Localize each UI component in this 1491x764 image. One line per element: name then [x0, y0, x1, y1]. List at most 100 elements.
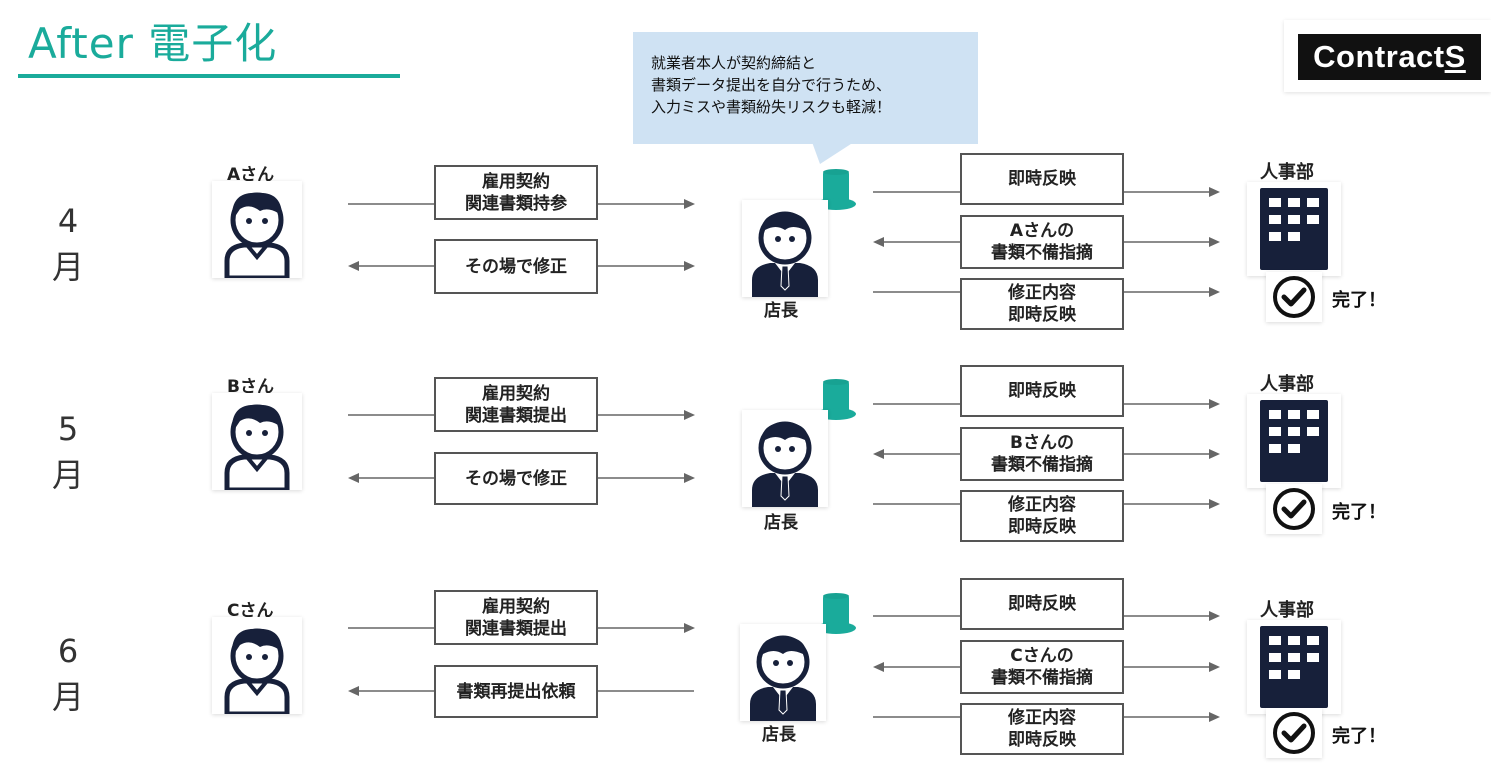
right-arrow-icon	[598, 261, 695, 271]
done-label: 完了！	[1332, 290, 1386, 311]
arrow-line	[348, 203, 434, 205]
arrow-line	[873, 403, 961, 405]
building-icon	[1260, 400, 1328, 482]
check-circle-icon	[1273, 276, 1315, 318]
arrow-line	[348, 627, 434, 629]
arrow-line	[873, 503, 961, 505]
step-box: Bさんの 書類不備指摘	[960, 427, 1124, 481]
step-box: 即時反映	[960, 153, 1124, 205]
employee-name: Bさん	[227, 377, 274, 397]
right-arrow-icon	[1123, 449, 1220, 459]
callout-tail	[812, 142, 854, 164]
arrow-line	[598, 690, 694, 692]
done-tile	[1266, 484, 1322, 534]
right-arrow-icon	[1123, 662, 1220, 672]
department-tile	[1247, 394, 1341, 488]
callout-line: 就業者本人が契約締結と	[651, 54, 817, 72]
step-box: 修正内容 即時反映	[960, 703, 1124, 755]
step-box: 雇用契約 関連書類提出	[434, 590, 598, 645]
right-arrow-icon	[598, 623, 695, 633]
logo-text-main: Contract	[1313, 39, 1445, 74]
check-circle-icon	[1273, 712, 1315, 754]
manager-tile	[742, 200, 828, 297]
employee-person-icon	[224, 404, 290, 493]
building-icon	[1260, 626, 1328, 708]
month-label: 月	[51, 456, 84, 494]
step-box: その場で修正	[434, 452, 598, 505]
contracts-logo: ContractS	[1298, 34, 1481, 80]
department-label: 人事部	[1260, 162, 1314, 183]
speech-callout: 就業者本人が契約締結と 書類データ提出を自分で行うため、 入力ミスや書類紛失リス…	[633, 32, 978, 144]
employee-person-icon	[224, 192, 290, 281]
manager-person-icon	[752, 421, 818, 507]
logo-text-last: S	[1444, 39, 1466, 74]
right-arrow-icon	[1123, 237, 1220, 247]
step-box: 雇用契約 関連書類持参	[434, 165, 598, 220]
left-arrow-icon	[348, 261, 436, 271]
manager-person-icon	[752, 211, 818, 297]
employee-tile	[212, 393, 302, 493]
step-box: 書類再提出依頼	[434, 665, 598, 718]
department-tile	[1247, 620, 1341, 714]
manager-label: 店長	[764, 513, 798, 533]
right-arrow-icon	[1123, 187, 1220, 197]
step-box: 修正内容 即時反映	[960, 278, 1124, 330]
left-arrow-icon	[348, 473, 436, 483]
employee-tile	[212, 181, 302, 281]
manager-person-icon	[750, 635, 816, 721]
right-arrow-icon	[598, 410, 695, 420]
right-arrow-icon	[1123, 499, 1220, 509]
month-number: 4	[57, 202, 79, 240]
department-tile	[1247, 182, 1341, 276]
right-arrow-icon	[1123, 611, 1220, 621]
step-box: Cさんの 書類不備指摘	[960, 640, 1124, 694]
department-label: 人事部	[1260, 600, 1314, 621]
step-box: 修正内容 即時反映	[960, 490, 1124, 542]
month-number: 5	[57, 410, 79, 448]
manager-label: 店長	[764, 301, 798, 321]
manager-label: 店長	[762, 725, 796, 745]
callout-line: 書類データ提出を自分で行うため、	[651, 76, 892, 94]
month-label: 月	[51, 248, 84, 286]
title-underline	[18, 74, 400, 78]
employee-tile	[212, 617, 302, 717]
month-number: 6	[57, 632, 79, 670]
page-title: After 電子化	[28, 19, 278, 68]
left-arrow-icon	[348, 686, 436, 696]
logo-tile: ContractS	[1284, 20, 1491, 92]
step-box: Aさんの 書類不備指摘	[960, 215, 1124, 269]
employee-name: Cさん	[227, 601, 274, 621]
step-box: 即時反映	[960, 365, 1124, 417]
building-icon	[1260, 188, 1328, 270]
arrow-line	[873, 716, 961, 718]
done-tile	[1266, 708, 1322, 758]
left-arrow-icon	[873, 237, 961, 247]
arrow-line	[348, 414, 434, 416]
manager-tile	[742, 410, 828, 507]
check-circle-icon	[1273, 488, 1315, 530]
manager-tile	[740, 624, 826, 721]
month-label: 月	[51, 678, 84, 716]
employee-name: Aさん	[227, 165, 275, 185]
arrow-line	[873, 291, 961, 293]
step-box: 雇用契約 関連書類提出	[434, 377, 598, 432]
right-arrow-icon	[1123, 399, 1220, 409]
right-arrow-icon	[598, 473, 695, 483]
right-arrow-icon	[1123, 287, 1220, 297]
arrow-line	[873, 615, 961, 617]
manager-with-hat-icon	[816, 379, 856, 420]
step-box: その場で修正	[434, 239, 598, 294]
employee-person-icon	[224, 628, 290, 717]
left-arrow-icon	[873, 662, 961, 672]
right-arrow-icon	[598, 199, 695, 209]
callout-line: 入力ミスや書類紛失リスクも軽減！	[651, 98, 892, 116]
done-label: 完了！	[1332, 502, 1386, 523]
department-label: 人事部	[1260, 374, 1314, 395]
done-label: 完了！	[1332, 726, 1386, 747]
right-arrow-icon	[1123, 712, 1220, 722]
left-arrow-icon	[873, 449, 961, 459]
arrow-line	[873, 191, 961, 193]
manager-with-hat-icon	[816, 593, 856, 634]
done-tile	[1266, 272, 1322, 322]
step-box: 即時反映	[960, 578, 1124, 630]
